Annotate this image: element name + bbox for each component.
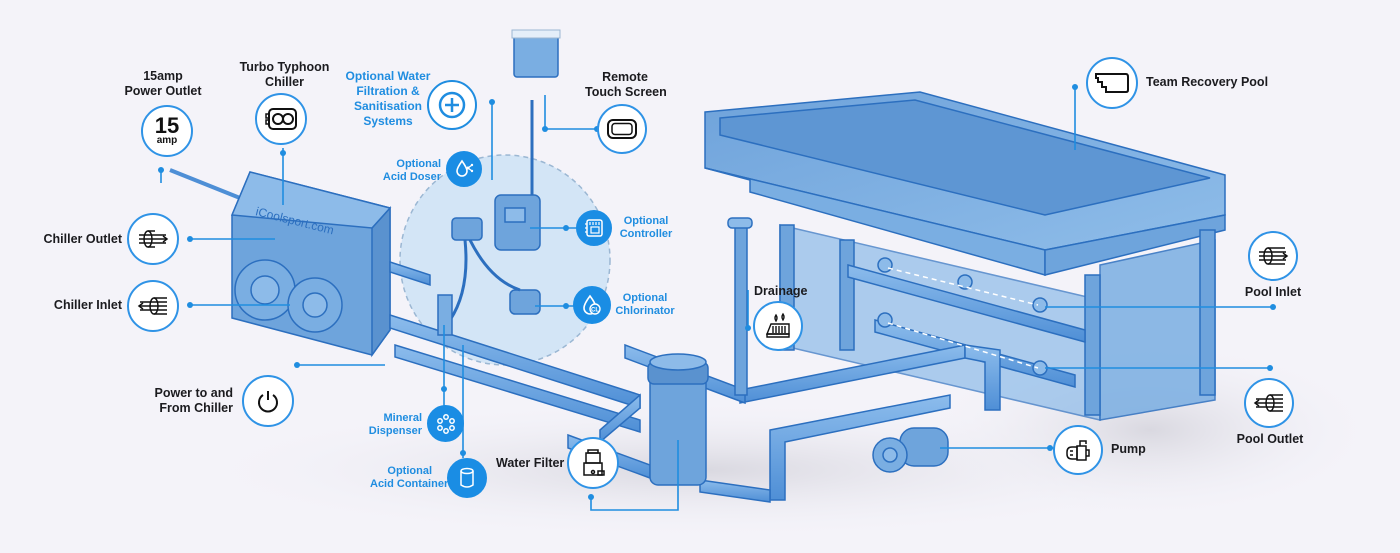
water-filter-glyph xyxy=(583,449,605,476)
chlorinator-label: Optional Chlorinator xyxy=(614,292,676,318)
touch-screen-label: Remote Touch Screen xyxy=(585,70,667,100)
pool-icon[interactable] xyxy=(1086,57,1138,109)
touch-screen-glyph xyxy=(607,119,637,139)
plus-circle-icon[interactable] xyxy=(427,80,477,130)
chiller-outlet-label: Chiller Outlet xyxy=(43,232,122,246)
acid-doser-glyph xyxy=(456,159,474,177)
touch-screen-label-line1: Remote xyxy=(602,70,648,84)
pool-inlet-label: Pool Inlet xyxy=(1244,285,1302,299)
controller-icon[interactable] xyxy=(576,210,612,246)
acid-doser-label-line1: Optional xyxy=(396,158,441,170)
filtration-label: Optional Water Filtration & Sanitisation… xyxy=(338,69,438,129)
treatment-devices xyxy=(437,100,541,336)
pump-label: Pump xyxy=(1111,442,1146,456)
chiller-unit-icon[interactable] xyxy=(255,93,307,145)
pool-inlet-flow-icon[interactable] xyxy=(1248,231,1298,281)
inlet-flow-glyph xyxy=(137,297,167,315)
chiller-inlet-label: Chiller Inlet xyxy=(53,298,122,312)
pool-inlet-flow-glyph xyxy=(1259,247,1289,265)
chlorinator-label-line2: Chlorinator xyxy=(615,305,675,317)
drainage-glyph xyxy=(765,312,790,338)
acid-container-label-line1: Optional xyxy=(387,465,432,477)
power-outlet-label: 15amp Power Outlet xyxy=(118,69,208,99)
chiller-label: Turbo Typhoon Chiller xyxy=(232,60,337,90)
chiller-label-line2: Chiller xyxy=(265,75,304,89)
power-outlet-label-line1: 15amp xyxy=(143,69,183,83)
power-cable xyxy=(169,168,246,202)
outlet-flow-icon[interactable] xyxy=(127,213,179,265)
leader-dots xyxy=(158,84,1276,500)
acid-container-icon[interactable] xyxy=(447,458,487,498)
mineral-dispenser-label-line1: Mineral xyxy=(383,412,422,424)
filtration-label-line1: Optional Water xyxy=(345,69,431,83)
pool-glyph xyxy=(1095,73,1129,93)
power-icon[interactable] xyxy=(242,375,294,427)
water-filter-device xyxy=(647,353,709,486)
amp-unit: amp xyxy=(156,135,178,146)
acid-doser-label-line2: Acid Doser xyxy=(382,171,441,183)
recovery-pool xyxy=(704,91,1226,421)
inlet-flow-icon[interactable] xyxy=(127,280,179,332)
remote-touch-screen-device xyxy=(511,29,561,78)
pump-icon[interactable] xyxy=(1053,425,1103,475)
controller-label-line1: Optional xyxy=(623,215,669,227)
controller-label: Optional Controller xyxy=(617,215,675,241)
chiller-unit: iCoolsport.com xyxy=(230,171,392,358)
mineral-dispenser-label: Mineral Dispenser xyxy=(360,412,422,438)
chiller-unit-glyph xyxy=(265,108,297,130)
power-chiller-label: Power to and From Chiller xyxy=(145,386,233,416)
chiller-pipes xyxy=(389,260,641,444)
mineral-dispenser-label-line2: Dispenser xyxy=(368,425,422,437)
touch-screen-icon[interactable] xyxy=(597,104,647,154)
acid-container-label: Optional Acid Container xyxy=(370,465,449,491)
pool-outlet-flow-glyph xyxy=(1253,394,1283,412)
water-filter-label: Water Filter xyxy=(496,456,565,470)
chiller-label-line1: Turbo Typhoon xyxy=(239,60,330,74)
mineral-dispenser-icon[interactable] xyxy=(427,405,464,442)
power-chiller-label-line1: Power to and xyxy=(154,386,233,400)
chlorinator-icon[interactable]: CL xyxy=(573,286,611,324)
acid-container-glyph xyxy=(460,467,474,488)
amp-value: 15 xyxy=(154,113,180,138)
filtration-label-line2: Filtration & xyxy=(356,84,420,98)
chlorinator-glyph: CL xyxy=(583,294,601,315)
power-chiller-label-line2: From Chiller xyxy=(159,401,233,415)
controller-label-line2: Controller xyxy=(619,228,673,240)
pump-device xyxy=(872,427,949,473)
filtration-label-line3: Sanitisation xyxy=(353,99,422,113)
power-outlet-label-line2: Power Outlet xyxy=(124,84,202,98)
pump-glyph xyxy=(1066,440,1090,461)
outlet-flow-glyph xyxy=(139,230,169,248)
chlorinator-cl-text: CL xyxy=(591,308,599,314)
drainage-icon[interactable] xyxy=(753,301,803,351)
power-glyph xyxy=(258,391,278,413)
pool-outlet-flow-icon[interactable] xyxy=(1244,378,1294,428)
water-filter-icon[interactable] xyxy=(567,437,619,489)
acid-doser-icon[interactable] xyxy=(446,151,482,187)
pool-label: Team Recovery Pool xyxy=(1146,75,1269,89)
plus-glyph xyxy=(438,91,466,119)
chlorinator-label-line1: Optional xyxy=(622,292,668,304)
controller-glyph xyxy=(585,219,603,237)
mineral-dispenser-glyph xyxy=(436,413,455,434)
filtration-label-line4: Systems xyxy=(363,114,413,128)
touch-screen-label-line2: Touch Screen xyxy=(585,85,667,99)
pool-outlet-label: Pool Outlet xyxy=(1236,432,1304,446)
flow-dashes xyxy=(887,267,1039,369)
acid-container-label-line2: Acid Container xyxy=(370,478,449,490)
acid-doser-label: Optional Acid Doser xyxy=(376,158,441,184)
drainage-label: Drainage xyxy=(754,284,808,298)
